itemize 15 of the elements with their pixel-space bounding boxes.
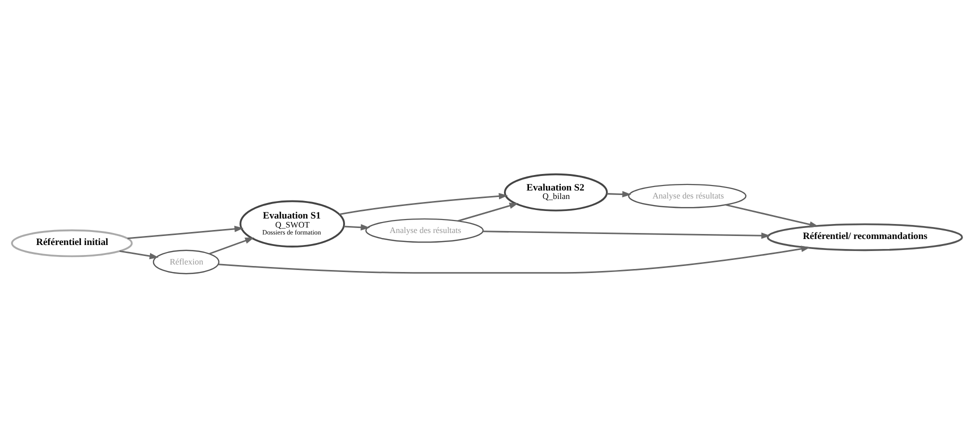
arrow <box>339 193 508 216</box>
node-ellipse: Analyse des résultats <box>628 184 746 208</box>
arrow <box>344 224 370 231</box>
arrow <box>209 238 254 255</box>
arrow <box>606 191 632 198</box>
node-ellipse: Evaluation S2 Q_bilan <box>504 173 608 212</box>
arrow <box>483 230 770 239</box>
node-ellipse: Référentiel initial <box>11 229 133 258</box>
node-ellipse: Réflexion <box>152 250 220 274</box>
arrow <box>127 226 244 240</box>
node-ellipse: Analyse des résultats <box>365 218 484 243</box>
arrow <box>119 250 159 260</box>
arrow <box>725 204 819 228</box>
arrow <box>458 202 519 222</box>
arrow <box>218 246 810 274</box>
